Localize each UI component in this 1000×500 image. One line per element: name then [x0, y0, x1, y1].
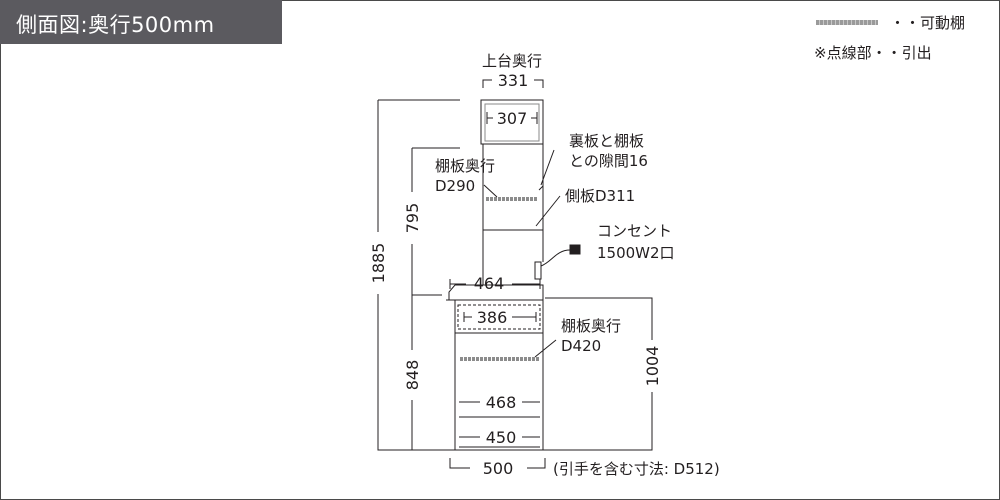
- upper-top-box: [480, 99, 544, 145]
- leader-upper-shelf: [483, 184, 498, 198]
- dim-386-right: [512, 312, 537, 322]
- dim-331-left: [482, 79, 492, 88]
- side-board-label: 側板D311: [565, 187, 635, 205]
- dim-848-top: [411, 294, 442, 350]
- dim-307-right: [531, 112, 538, 124]
- base-depth-note: (引手を含む寸法: D512): [553, 460, 720, 478]
- dim-464-left: [449, 279, 466, 289]
- movable-shelf-legend-swatch: [816, 20, 878, 25]
- title-banner: 側面図:奥行500mm: [0, 0, 282, 44]
- drawer-dotted-outline: [457, 304, 541, 330]
- upper-inner-value: 307: [497, 109, 528, 128]
- dim-307-left: [486, 112, 493, 124]
- upper-shelf-label-line1: 棚板奥行: [435, 157, 495, 175]
- outlet-cord: [540, 249, 571, 267]
- dim-500-left: [449, 458, 470, 469]
- outlet-plug: [569, 244, 581, 255]
- legend-dotted-note: ※点線部・・引出: [814, 44, 932, 62]
- dim-331-right: [534, 79, 544, 88]
- dim-1885-top: [377, 99, 460, 232]
- upper-shelf-label-line2: D290: [435, 177, 475, 195]
- height-lower-value: 848: [403, 360, 422, 391]
- dim-795-top: [411, 147, 460, 192]
- lower-inner-468-value: 468: [486, 393, 517, 412]
- leader-lower-shelf: [534, 339, 557, 358]
- dim-1004-bottom: [555, 392, 653, 451]
- height-counter-value: 1004: [643, 346, 662, 387]
- page-title: 側面図:奥行500mm: [16, 13, 215, 37]
- upper-depth-value: 331: [498, 71, 529, 90]
- outlet-label-line1: コンセント: [597, 222, 672, 240]
- gap-note-line1: 裏板と棚板: [569, 132, 644, 150]
- counter-top: [448, 284, 544, 301]
- upper-top-box-inner: [484, 103, 540, 142]
- leader-gap-note: [540, 149, 555, 186]
- height-upper-value: 795: [403, 203, 422, 234]
- lower-shelf-label-line1: 棚板奥行: [561, 317, 621, 335]
- base-depth-value: 500: [483, 459, 514, 478]
- drawer-depth-value: 386: [477, 308, 508, 327]
- legend-movable-shelf: ・・可動棚: [890, 14, 966, 32]
- leader-side-board: [535, 195, 561, 227]
- counter-depth-value: 464: [474, 274, 505, 293]
- lower-shelf-label-line2: D420: [561, 337, 601, 355]
- dim-386-left: [463, 312, 472, 322]
- upper-front-notch: [538, 185, 544, 191]
- height-total-value: 1885: [369, 243, 388, 284]
- dim-500-right: [527, 458, 546, 469]
- outlet-label-line2: 1500W2口: [597, 244, 675, 262]
- upper-depth-title: 上台奥行: [482, 52, 542, 70]
- lower-inner-450-value: 450: [486, 428, 517, 447]
- dim-1885-bottom: [377, 294, 460, 451]
- dim-1004-top: [545, 297, 653, 340]
- outlet-box: [534, 261, 542, 280]
- gap-note-line2: との隙間16: [569, 152, 648, 170]
- dim-464-right: [512, 279, 541, 289]
